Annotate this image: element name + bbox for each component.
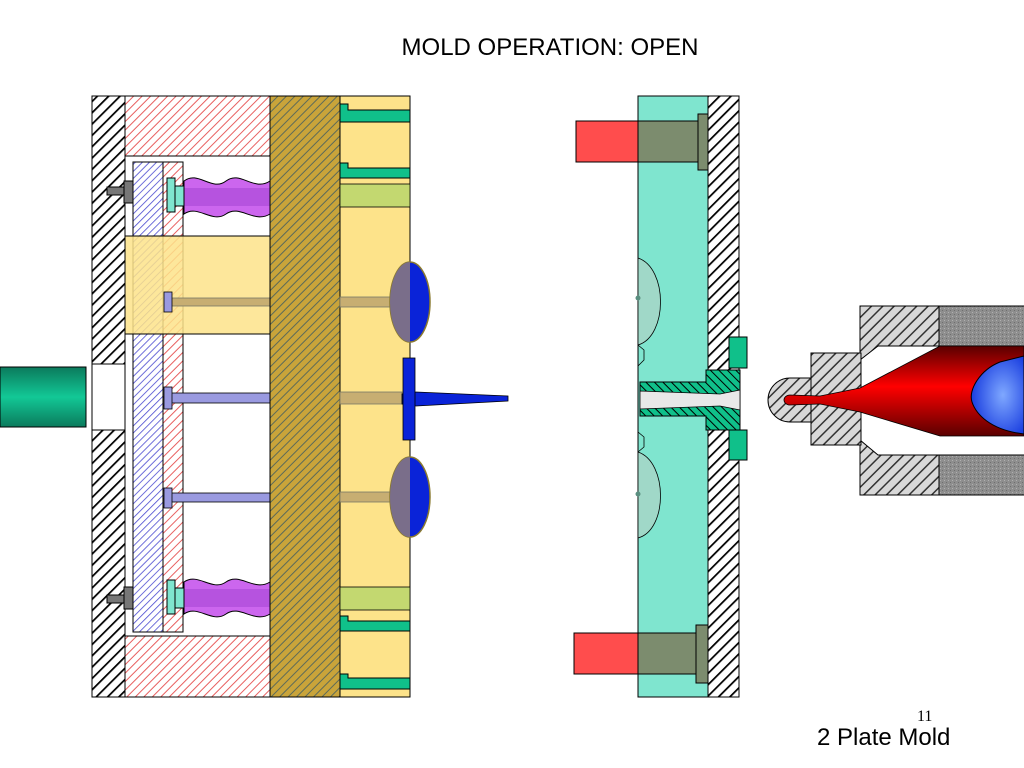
front-clamp-plate-upper <box>707 95 740 371</box>
stationary-half <box>573 95 748 698</box>
cooling-channel-2 <box>339 162 411 179</box>
support-block-top <box>124 95 271 157</box>
slide-title: MOLD OPERATION: OPEN <box>401 34 699 61</box>
return-pin-head-top-2 <box>174 185 185 207</box>
support-block-bottom <box>124 635 271 698</box>
return-pin-head-bottom-2 <box>174 587 185 609</box>
guide-bushing-bottom <box>573 632 639 675</box>
barrel-lower <box>938 454 1024 496</box>
runner <box>402 357 416 441</box>
ram-opening <box>91 363 126 431</box>
guide-bushing-top <box>575 120 639 163</box>
guide-pin-bottom <box>339 586 411 611</box>
locating-ring-top <box>728 336 748 369</box>
cooling-channel-1 <box>339 103 411 123</box>
spring-bar-bottom <box>184 589 270 607</box>
ejector-pin-2-head <box>163 386 173 410</box>
molded-part-bottom <box>389 456 431 538</box>
locating-ring-bottom <box>728 429 748 461</box>
ejector-pin-1-head <box>163 291 173 313</box>
spring-bar-top <box>184 188 270 206</box>
return-pin-head-top <box>166 177 176 213</box>
core-pin-3 <box>339 491 393 503</box>
page-number: 11 <box>917 708 933 725</box>
ejector-pin-3-head <box>163 487 173 509</box>
ejector-plate <box>132 161 164 633</box>
front-clamp-plate-lower <box>707 429 740 698</box>
slide-caption: 2 Plate Mold <box>817 724 951 751</box>
stop-pin-bottom-head <box>123 586 134 610</box>
molded-part-top <box>389 261 431 343</box>
screw-tip <box>970 355 1024 435</box>
moving-half <box>0 95 509 698</box>
stop-pin-top-head <box>123 180 134 204</box>
b-plate <box>269 95 341 698</box>
core-insert-block <box>124 235 271 335</box>
barrel-upper <box>938 305 1024 347</box>
core-pin-2 <box>339 391 403 405</box>
melt-flow <box>783 345 1024 437</box>
cooling-channel-4 <box>339 673 411 690</box>
cavity-top <box>637 257 661 346</box>
return-pin-head-bottom <box>166 579 176 615</box>
cavity-bottom <box>637 451 661 539</box>
sprue <box>401 391 509 407</box>
sprue-channel <box>639 389 741 411</box>
bushing-sleeve-top <box>637 120 699 163</box>
hydraulic-ram <box>0 366 87 428</box>
core-pin-1 <box>339 296 393 308</box>
bushing-sleeve-bottom <box>637 632 699 675</box>
bushing-collar-bottom <box>695 624 709 684</box>
guide-pin-top <box>339 183 411 208</box>
injection-unit <box>767 305 1024 496</box>
cooling-channel-3 <box>339 615 411 632</box>
bushing-collar-top <box>697 113 709 171</box>
